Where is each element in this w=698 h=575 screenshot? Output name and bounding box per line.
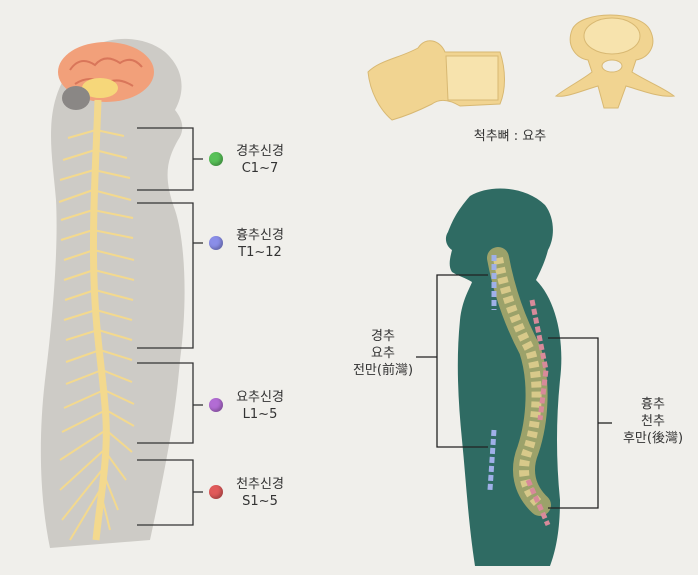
cervical-nerve-range: C1~7 [241, 161, 279, 176]
cervical-nerve-label: 경추신경 C1~7 [228, 143, 292, 177]
thoracic-nerve-dot [209, 236, 223, 250]
vertebra-top-view [554, 14, 676, 109]
cervical-nerve-dot [209, 152, 223, 166]
brainstem [82, 78, 118, 98]
thoracic-nerve-range: T1~12 [238, 245, 282, 260]
spine-column [487, 247, 551, 527]
lumbar-nerve-dot [209, 398, 223, 412]
brain [58, 42, 154, 102]
sacral-nerve-name: 천추신경 [236, 477, 284, 492]
sacral-nerve-range: S1~5 [242, 494, 278, 509]
vertebra-side-view [367, 40, 505, 121]
lumbar-nerve-name: 요추신경 [236, 390, 284, 405]
lumbar-nerve-range: L1~5 [242, 407, 278, 422]
lumbar-nerve-label: 요추신경 L1~5 [228, 389, 292, 423]
left-body-silhouette [40, 38, 185, 549]
vertebra-caption: 척추뼈 : 요추 [473, 129, 547, 144]
thoracic-nerve-label: 흉추신경 T1~12 [228, 227, 292, 261]
sacral-nerve-label: 천추신경 S1~5 [228, 476, 292, 510]
cerebellum [62, 86, 90, 110]
thoracic-nerve-name: 흉추신경 [236, 228, 284, 243]
nerve-branches [58, 129, 135, 541]
region-brackets [137, 127, 203, 526]
cervical-nerve-name: 경추신경 [236, 144, 284, 159]
sacral-nerve-dot [209, 485, 223, 499]
curve-brackets [416, 274, 612, 509]
kyphosis-label: 흉추 천추 후만(後灣) [622, 397, 684, 446]
lordosis-label: 경추 요추 전만(前灣) [352, 329, 414, 378]
